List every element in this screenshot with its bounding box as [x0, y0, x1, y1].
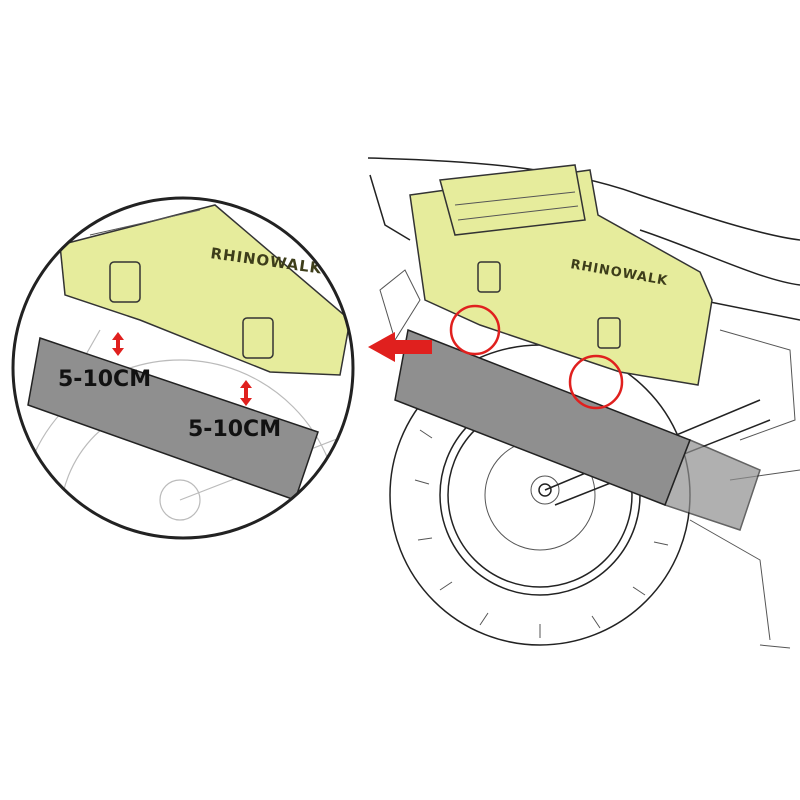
- exhaust-right: [394, 328, 761, 531]
- rear-gap-label: 5-10CM: [188, 417, 281, 442]
- highlight-circle-icon: [568, 354, 624, 410]
- highlight-circle-icon: [449, 304, 501, 356]
- double-arrow-vertical-icon: [112, 332, 124, 356]
- arrow-left-icon: [368, 332, 432, 362]
- detail-zoom: RHINOWALK: [13, 198, 353, 538]
- detail-circle-border: [11, 196, 355, 540]
- saddlebag-right: RHINOWALK: [409, 164, 713, 386]
- front-gap-label: 5-10CM: [58, 367, 151, 392]
- double-arrow-vertical-icon: [240, 380, 252, 406]
